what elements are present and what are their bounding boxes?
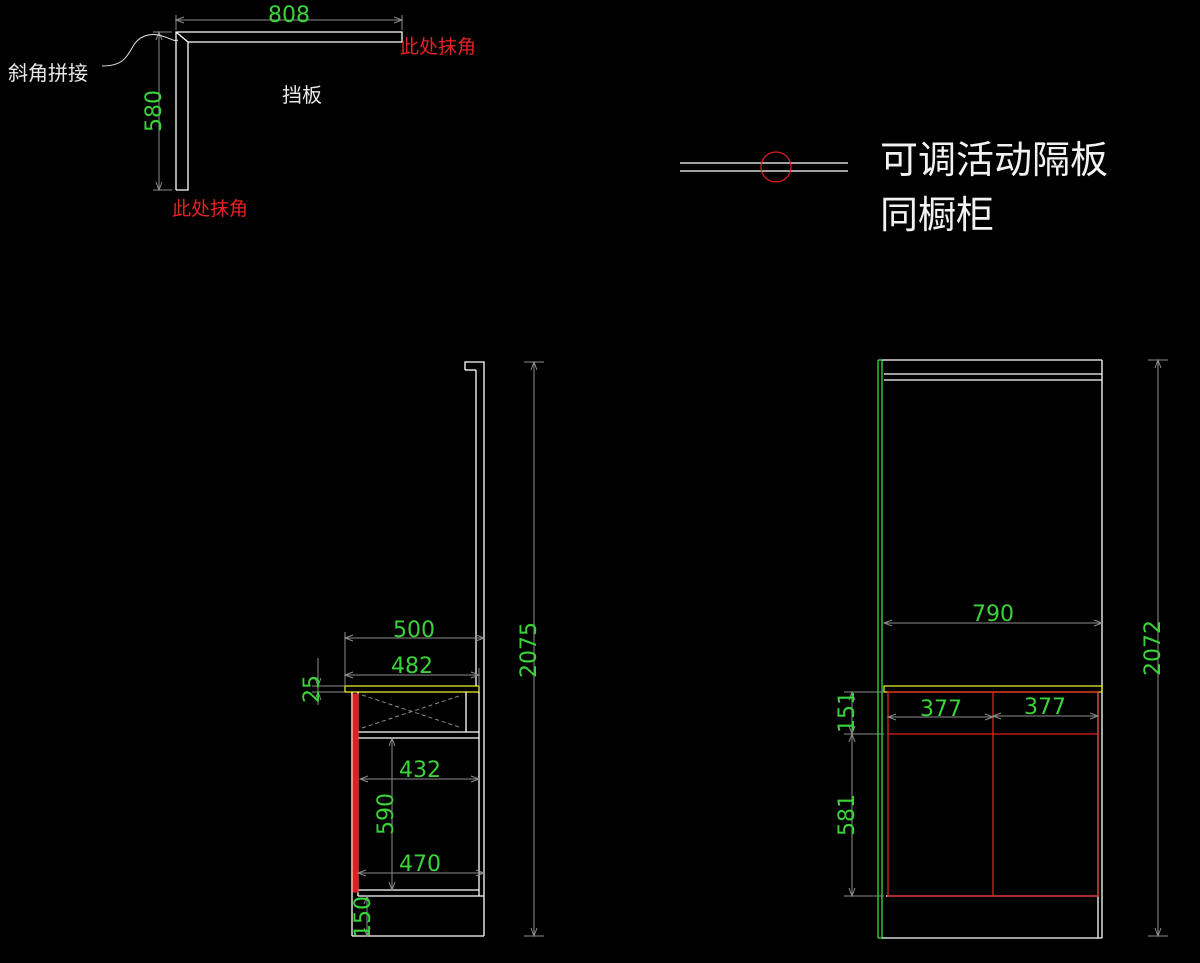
shelf-symbol: 可调活动隔板 同橱柜 bbox=[680, 138, 1108, 237]
shelf-symbol-lines bbox=[680, 162, 848, 172]
dim-581-label: 581 bbox=[835, 794, 860, 836]
dimension-470 bbox=[356, 869, 486, 877]
label-backsplash: 挡板 bbox=[282, 83, 322, 107]
l-backsplash-outline bbox=[175, 31, 403, 191]
dim-377-left-label: 377 bbox=[920, 697, 962, 722]
dimension-590 bbox=[388, 736, 396, 892]
countertop-side bbox=[344, 685, 480, 693]
dim-151-label: 151 bbox=[835, 691, 860, 733]
dimension-2072 bbox=[1148, 358, 1168, 938]
dim-25-label: 25 bbox=[300, 675, 325, 703]
miter-leader-line bbox=[101, 34, 179, 67]
dimension-482 bbox=[343, 668, 481, 686]
dim-500-label: 500 bbox=[393, 618, 435, 643]
label-miter-joint: 斜角拼接 bbox=[8, 61, 88, 85]
dim-150-label: 150 bbox=[351, 896, 376, 938]
dimension-377-right bbox=[991, 712, 1100, 720]
side-elevation: 2075 500 482 25 bbox=[300, 360, 544, 938]
dim-482-label: 482 bbox=[391, 654, 433, 679]
countertop-front bbox=[883, 685, 1103, 693]
dimension-790 bbox=[882, 619, 1104, 627]
dimension-808 bbox=[174, 15, 404, 30]
dimension-377-left bbox=[886, 713, 995, 721]
label-round-corner-top: 此处抹角 bbox=[400, 36, 476, 58]
dim-790-label: 790 bbox=[972, 602, 1014, 627]
doors-drawers-front bbox=[887, 691, 1099, 897]
door-edge-side bbox=[352, 693, 359, 893]
dimension-150 bbox=[363, 894, 371, 938]
dimension-2075 bbox=[524, 360, 544, 938]
shelf-symbol-circle bbox=[760, 151, 792, 183]
drawer-hidden-lines bbox=[361, 694, 463, 729]
label-round-corner-bottom: 此处抹角 bbox=[172, 198, 248, 220]
side-panel-front bbox=[877, 359, 883, 939]
cabinet-outline-front bbox=[882, 359, 1103, 939]
tall-back-panel bbox=[464, 361, 485, 936]
dim-2072-label: 2072 bbox=[1141, 620, 1166, 676]
dim-377-right-label: 377 bbox=[1024, 695, 1066, 720]
dim-2075-label: 2075 bbox=[517, 622, 542, 678]
dim-808-label: 808 bbox=[268, 3, 310, 28]
dim-432-label: 432 bbox=[399, 758, 441, 783]
dim-470-label: 470 bbox=[399, 852, 441, 877]
dimension-581 bbox=[844, 732, 884, 898]
plan-detail: 808 580 斜角拼接 挡板 此处抹角 此处抹角 bbox=[8, 3, 476, 220]
dim-590-label: 590 bbox=[374, 793, 399, 835]
dimension-432 bbox=[358, 775, 481, 783]
dimension-580 bbox=[153, 30, 172, 192]
label-adjustable-shelf: 可调活动隔板 bbox=[880, 138, 1108, 182]
label-same-as-cabinet: 同橱柜 bbox=[880, 193, 994, 237]
dim-580-label: 580 bbox=[142, 90, 167, 132]
dimension-25 bbox=[312, 658, 345, 705]
front-elevation: 2072 790 377 377 151 bbox=[835, 358, 1168, 939]
dimension-500 bbox=[343, 632, 486, 686]
